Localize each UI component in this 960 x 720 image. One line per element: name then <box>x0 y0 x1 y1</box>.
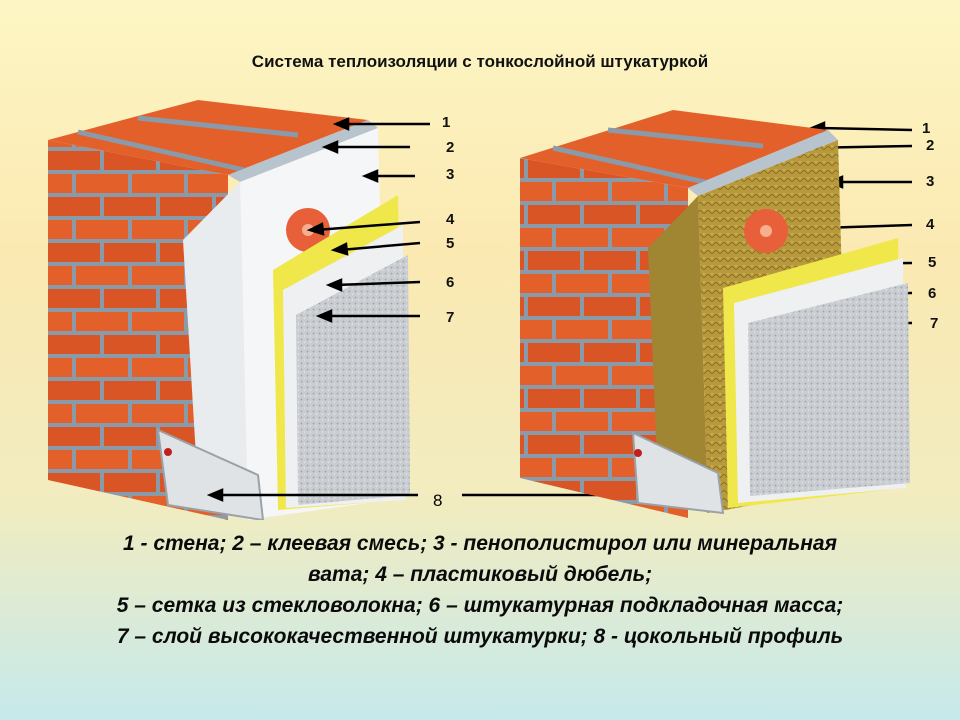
finish-plaster-layer <box>748 283 910 496</box>
arrowhead <box>306 222 325 236</box>
arrow-left-4 <box>315 220 421 232</box>
legend-line-2: вата; 4 – пластиковый дюбель; <box>307 563 653 586</box>
diagram-mineral-wool-system <box>498 88 943 528</box>
arrowhead <box>321 140 339 154</box>
diagram-eps-svg <box>48 100 410 520</box>
mortar-line <box>607 127 764 149</box>
diagram-eps-system <box>18 80 448 520</box>
mortar-line <box>77 129 254 175</box>
mortar-line <box>552 145 719 188</box>
profile-fastener <box>164 448 172 456</box>
page-title: Система теплоизоляции с тонкослойной шту… <box>251 52 709 71</box>
legend-line-1: 1 - стена; 2 – клеевая смесь; 3 - пенопо… <box>123 532 837 555</box>
wall-top <box>48 100 368 175</box>
arrowhead <box>206 488 224 502</box>
mineral-wool-side <box>648 196 708 513</box>
wall-front <box>48 140 228 520</box>
label-right-7: 7 <box>930 315 939 332</box>
label-left-6: 6 <box>446 274 455 291</box>
base-profile <box>631 431 725 515</box>
arrowhead <box>332 117 350 131</box>
label-right-2: 2 <box>926 137 935 154</box>
arrow-left-6 <box>334 280 421 287</box>
wall-top <box>520 110 828 188</box>
legend-line-3: 5 – сетка из стекловолокна; 6 – штукатур… <box>116 594 844 617</box>
label-right-3: 3 <box>926 173 935 190</box>
dowel-center <box>760 225 772 237</box>
label-left-3: 3 <box>446 166 455 183</box>
label-right-5: 5 <box>928 254 937 271</box>
legend: 1 - стена; 2 – клеевая смесь; 3 - пенопо… <box>0 528 960 652</box>
eps-board-side <box>183 182 248 520</box>
legend-line-4: 7 – слой высококачественной штукатурки; … <box>116 625 844 648</box>
arrow-left-5 <box>339 241 421 252</box>
arrowhead <box>315 309 333 323</box>
label-right-6: 6 <box>928 285 937 302</box>
arrowhead <box>325 278 343 292</box>
arrow-right-1 <box>819 126 913 132</box>
adhesive-layer <box>228 120 378 182</box>
label-right-1: 1 <box>922 120 931 137</box>
label-left-1: 1 <box>442 114 451 131</box>
label-left-7: 7 <box>446 309 455 326</box>
label-left-4: 4 <box>446 211 455 228</box>
arrowhead <box>361 169 379 183</box>
base-profile <box>156 428 265 520</box>
diagram-wool-svg <box>520 110 910 518</box>
label-left-5: 5 <box>446 235 455 252</box>
profile-fastener <box>634 449 642 457</box>
mortar-line <box>137 115 299 138</box>
label-base-profile: 8 <box>433 491 443 510</box>
label-right-4: 4 <box>926 216 935 233</box>
arrowhead <box>330 242 349 256</box>
label-left-2: 2 <box>446 139 455 156</box>
wall-front <box>520 158 688 518</box>
adhesive-layer <box>688 130 838 196</box>
